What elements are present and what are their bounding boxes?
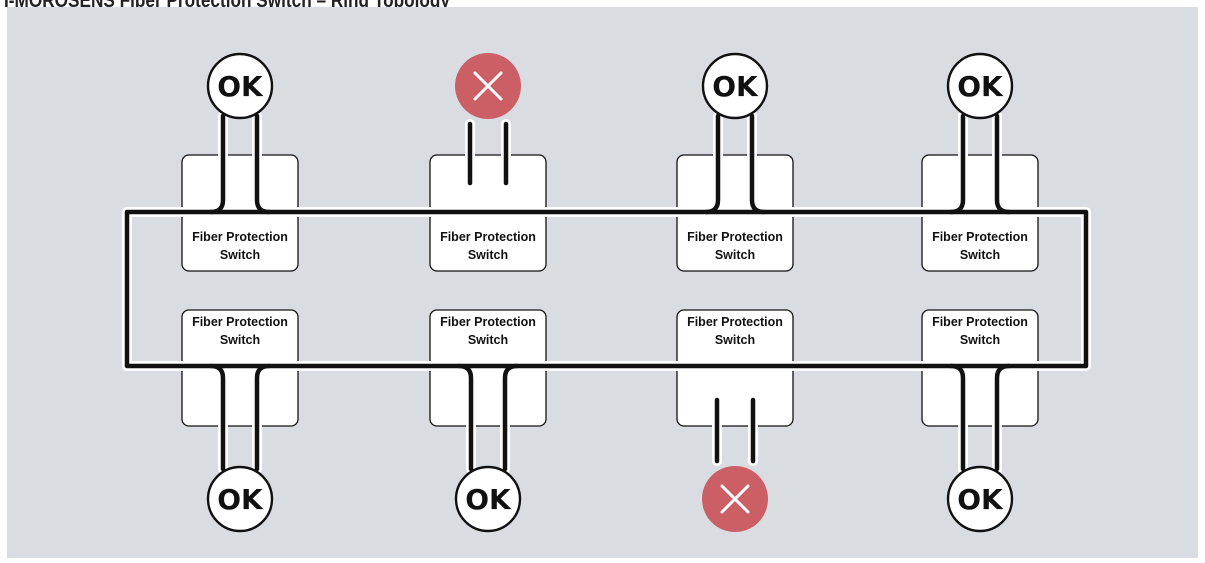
switch-label-line2: Switch (220, 248, 260, 262)
tap-fiber (254, 113, 272, 215)
switch-label-line1: Fiber Protection (687, 315, 783, 329)
ok-status-indicator: OK (206, 52, 274, 120)
fault-status-indicator (702, 466, 768, 532)
switch-label-line1: Fiber Protection (192, 315, 288, 329)
ok-status-label: OK (465, 483, 512, 516)
switch-label-line1: Fiber Protection (440, 230, 536, 244)
switch-label-line2: Switch (220, 333, 260, 347)
tap-fiber (502, 363, 520, 472)
ok-status-label: OK (712, 70, 759, 103)
ring-fiber (124, 209, 1089, 369)
tap-fiber (994, 113, 1012, 215)
tap-fiber (749, 113, 767, 215)
tap-fiber (254, 363, 272, 472)
ok-status-indicator: OK (701, 52, 769, 120)
switch-label-line2: Switch (960, 248, 1000, 262)
tap-fiber (456, 363, 474, 472)
switch-label-line2: Switch (715, 333, 755, 347)
tap-fiber (948, 363, 966, 472)
close-icon (473, 71, 503, 101)
tap-fiber (703, 113, 721, 215)
tap-fiber (208, 363, 226, 472)
tap-fiber (994, 363, 1012, 472)
ok-status-indicator: OK (454, 465, 522, 533)
switch-label-line2: Switch (960, 333, 1000, 347)
switch-label-line2: Switch (715, 248, 755, 262)
ok-status-label: OK (957, 70, 1004, 103)
switch-label-line1: Fiber Protection (192, 230, 288, 244)
switch-label-line1: Fiber Protection (932, 230, 1028, 244)
ok-status-indicator: OK (206, 465, 274, 533)
ok-status-label: OK (217, 483, 264, 516)
ok-status-label: OK (217, 70, 264, 103)
switch-label-line2: Switch (468, 333, 508, 347)
switch-label-line1: Fiber Protection (932, 315, 1028, 329)
switch-label-line1: Fiber Protection (440, 315, 536, 329)
ok-status-indicator: OK (946, 465, 1014, 533)
switch-label-line2: Switch (468, 248, 508, 262)
tap-fiber (948, 113, 966, 215)
tap-fiber (208, 113, 226, 215)
ok-status-label: OK (957, 483, 1004, 516)
close-icon (720, 484, 750, 514)
ok-status-indicator: OK (946, 52, 1014, 120)
switch-label-line1: Fiber Protection (687, 230, 783, 244)
fault-status-indicator (455, 53, 521, 119)
